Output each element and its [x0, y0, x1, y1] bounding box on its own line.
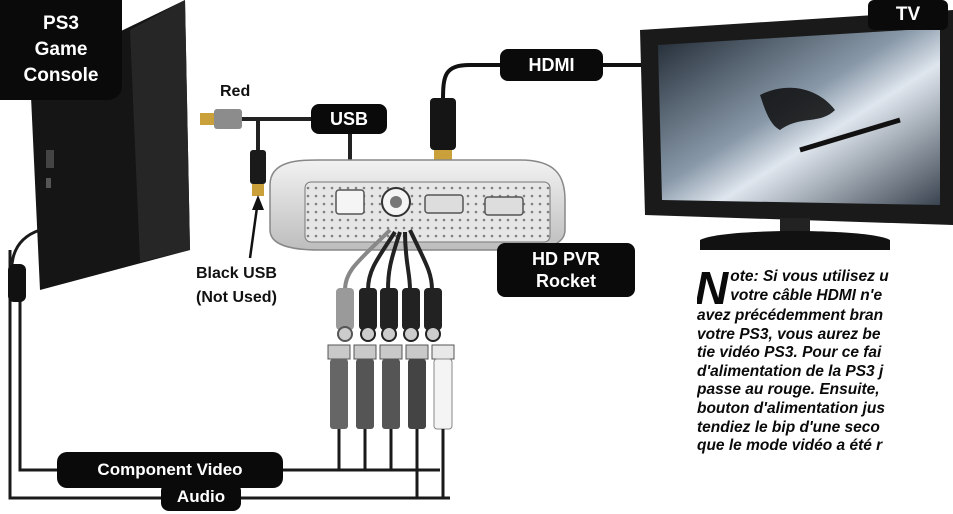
console-av-cable: [8, 228, 450, 500]
rca-plugs-top: [336, 288, 442, 342]
ps3-console-label: PS3 Game Console: [0, 0, 122, 100]
component-audio-wires: [337, 429, 445, 498]
component-video-label: Component Video: [57, 452, 283, 488]
note-line-5: tie vidéo PS3. Pour ce fai: [697, 344, 882, 362]
ps3-console-label-line-3: Console: [23, 65, 99, 86]
note-line-3: avez précédemment bran: [697, 307, 884, 324]
rca-plugs-bottom: [327, 344, 455, 430]
usb-cable: [200, 109, 352, 165]
red-label-text: Red: [220, 83, 251, 100]
ps3-console-label-line-1: PS3: [43, 13, 79, 34]
usb-label: USB: [311, 104, 387, 134]
breakout-cables: [343, 228, 434, 291]
note-line-1: ote: Si vous utilisez u: [730, 268, 889, 285]
hd-pvr-rocket-label-line-2: Rocket: [535, 271, 597, 291]
note-line-8: bouton d'alimentation jus: [697, 399, 885, 417]
hdmi-label-text: HDMI: [528, 54, 575, 75]
note-line-10: que le mode vidéo a été r: [697, 437, 883, 455]
red-label: Red: [220, 83, 250, 101]
black-usb-connector: [250, 150, 266, 196]
usb-label-text: USB: [329, 108, 368, 129]
tv-label: TV: [868, 0, 948, 30]
tv-label-text: TV: [895, 4, 921, 25]
note-line-7: passe au rouge. Ensuite,: [697, 381, 880, 399]
component-video-label-text: Component Video: [97, 460, 243, 479]
black-usb-label-line-1: Black USB: [196, 265, 277, 282]
black-usb-label-line-2: (Not Used): [196, 289, 277, 306]
hdmi-label: HDMI: [500, 49, 603, 81]
note-line-2: votre câble HDMI n'e: [730, 286, 883, 304]
ps3-console-label-line-2: Game: [34, 39, 88, 60]
black-usb-arrow: [248, 195, 264, 259]
note-text: N ote: Si vous utilisez u votre câble HD…: [697, 268, 953, 514]
black-usb-label: Black USB (Not Used): [196, 262, 277, 310]
note-dropcap: N: [697, 268, 729, 314]
note-line-9: tendiez le bip d'une seco: [697, 418, 880, 436]
audio-label: Audio: [161, 483, 241, 511]
audio-label-text: Audio: [176, 487, 226, 506]
note-line-4: votre PS3, vous aurez be: [697, 325, 881, 343]
ferrite-core: [8, 264, 26, 302]
hd-pvr-rocket-label: HD PVR Rocket: [497, 243, 635, 297]
hd-pvr-rocket-device: [269, 159, 566, 251]
note-line-6: d'alimentation de la PS3 j: [697, 362, 884, 380]
hd-pvr-rocket-label-line-1: HD PVR: [531, 249, 600, 269]
tv: [640, 10, 953, 250]
